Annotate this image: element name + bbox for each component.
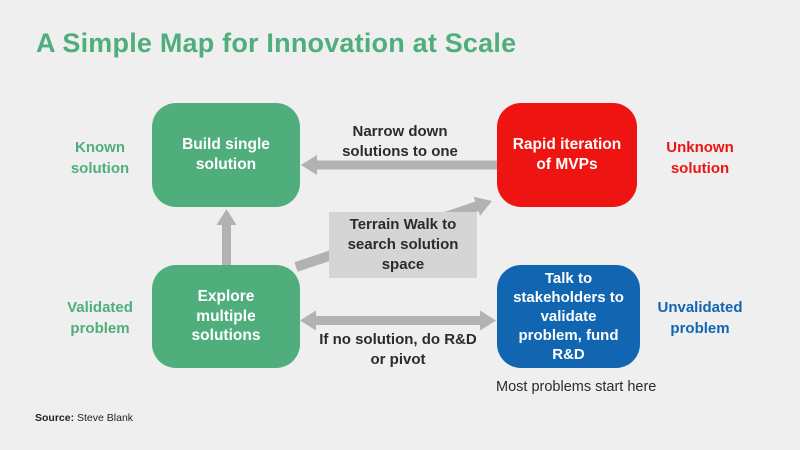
side-label-unknown-solution: Unknown solution: [666, 139, 734, 177]
page-title: A Simple Map for Innovation at Scale: [36, 28, 517, 58]
arrowhead-left: [301, 155, 317, 175]
arrowhead-right: [480, 310, 496, 331]
arrow-if-no-solution: [300, 310, 496, 331]
side-label-validated-problem: Validated problem: [67, 299, 133, 337]
node-label: Explore multiple solutions: [191, 287, 261, 345]
node-label: Talk to stakeholders to validate problem…: [513, 269, 624, 364]
source-value: Steve Blank: [77, 412, 134, 424]
node-rapid-iteration-of-mvps: Rapid iteration of MVPs: [497, 103, 637, 207]
arrow-narrow-down: [301, 155, 498, 175]
node-explore-multiple-solutions: Explore multiple solutions: [152, 265, 300, 368]
side-label-unvalidated-problem: Unvalidated problem: [657, 299, 743, 337]
caption-if-no-solution: If no solution, do R&D or pivot: [319, 331, 477, 368]
node-label: Build single solution: [182, 136, 270, 173]
arrowhead-up-right: [473, 196, 492, 216]
arrowhead-up: [216, 209, 237, 225]
caption-narrow-down: Narrow down solutions to one: [342, 123, 458, 160]
source-attribution: Source: Steve Blank: [35, 412, 133, 424]
arrow-explore-to-build: [216, 209, 237, 266]
node-build-single-solution: Build single solution: [152, 103, 300, 207]
caption-terrain-walk: Terrain Walk to search solution space: [329, 212, 477, 278]
arrowhead-left: [300, 310, 316, 331]
note-most-problems-start-here: Most problems start here: [496, 379, 657, 395]
source-label: Source:: [35, 412, 75, 424]
node-talk-to-stakeholders: Talk to stakeholders to validate problem…: [497, 265, 640, 368]
node-label: Rapid iteration of MVPs: [512, 136, 622, 173]
side-label-known-solution: Known solution: [70, 139, 130, 177]
